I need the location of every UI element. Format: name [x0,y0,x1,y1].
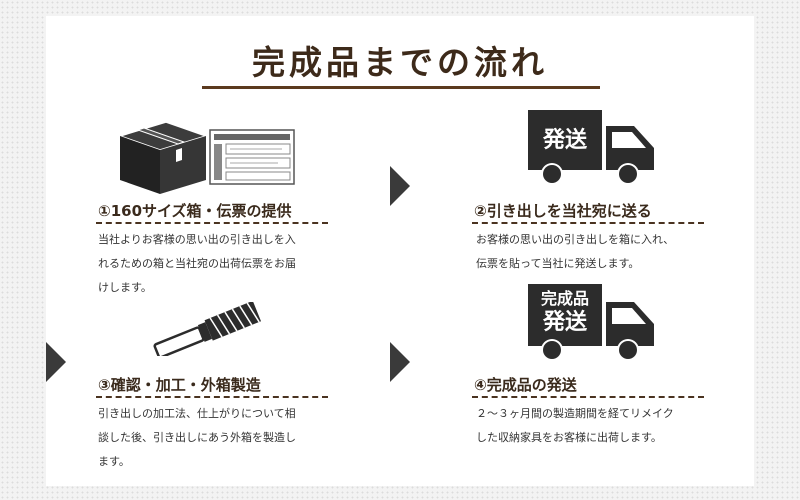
step-1-divider [96,222,328,224]
arrow-right-icon [46,342,66,382]
step-3-line-3: ます。 [98,455,130,468]
step-1-title: ①160サイズ箱・伝票の提供 [98,202,292,220]
step-3-line-2: 談した後、引き出しにあう外箱を製造し [98,431,296,444]
content-panel [46,16,754,486]
step-1-description: 当社よりお客様の思い出の引き出しを入 れるための箱と当社宛の出荷伝票をお届 けし… [98,228,338,300]
step-1-line-2: れるための箱と当社宛の出荷伝票をお届 [98,257,296,270]
title-underline [202,86,600,89]
finished-product-truck-icon [528,284,654,361]
delivery-truck-icon [528,110,654,185]
step-4-title: ④完成品の発送 [474,376,577,394]
step-3-title: ③確認・加工・外箱製造 [98,376,261,394]
step-1-line-1: 当社よりお客様の思い出の引き出しを入 [98,233,296,246]
step-2-divider [472,222,704,224]
step-2-line-1: お客様の思い出の引き出しを箱に入れ、 [476,233,675,246]
step-4-description: ２～３ヶ月間の製造期間を経てリメイク した収納家具をお客様に出荷します。 [476,402,716,450]
truck-label-bottom: 発送 [542,310,587,335]
step-4-divider [472,396,704,398]
page-title: 完成品までの流れ [252,43,548,82]
truck-label-top: 完成品 [540,289,589,308]
step-4-line-2: した収納家具をお客様に出荷します。 [476,431,662,444]
step-2-line-2: 伝票を貼って当社に発送します。 [476,257,640,270]
box-and-slip-icon [118,121,295,194]
truck-label: 発送 [542,128,587,153]
rasp-tool-icon [153,302,262,356]
step-2-description: お客様の思い出の引き出しを箱に入れ、 伝票を貼って当社に発送します。 [476,228,716,276]
arrow-right-icon [390,166,410,206]
step-3-description: 引き出しの加工法、仕上がりについて相 談した後、引き出しにあう外箱を製造し ます… [98,402,338,474]
step-2-title: ②引き出しを当社宛に送る [474,202,652,220]
step-3-divider [96,396,328,398]
step-3-line-1: 引き出しの加工法、仕上がりについて相 [98,407,296,420]
step-1-line-3: けします。 [98,281,152,294]
arrow-right-icon [390,342,410,382]
step-4-line-1: ２～３ヶ月間の製造期間を経てリメイク [476,407,674,420]
